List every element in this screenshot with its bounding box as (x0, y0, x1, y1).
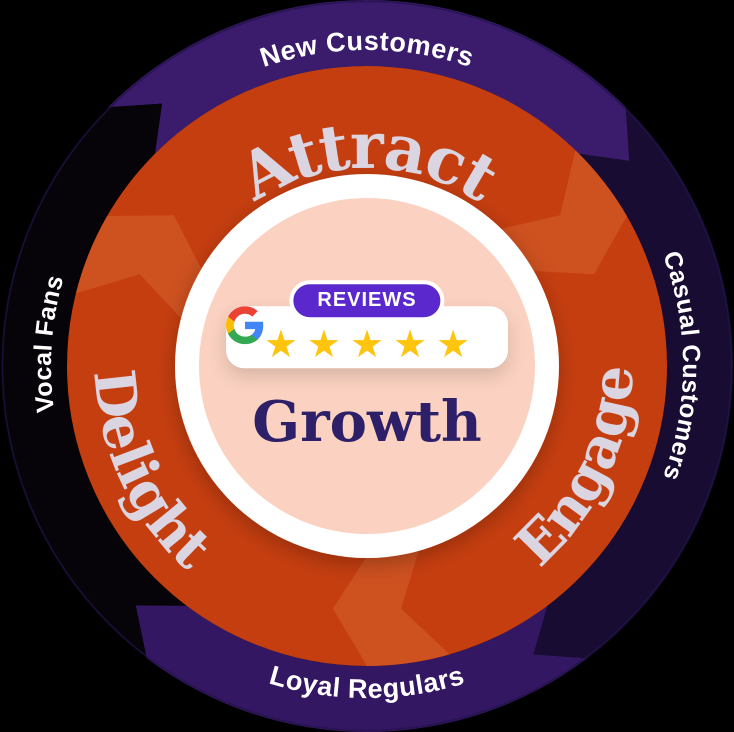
orange-chevron-engage-to-delight (332, 548, 450, 666)
reviews-badge-label: REVIEWS (317, 289, 417, 312)
outer-segment-casual-customers (533, 107, 734, 659)
reviews-badge: REVIEWS (289, 280, 445, 322)
outer-segment-new-customers (108, 0, 630, 161)
google-g-icon (226, 306, 264, 345)
orange-chevron-attract-to-engage (499, 150, 627, 275)
outer-segment-loyal-regulars (135, 605, 588, 732)
center-hub: REVIEWS ★★★★★ Growth (226, 280, 508, 456)
outer-segment-vocal-fans (0, 103, 187, 659)
growth-heading: Growth (252, 389, 482, 456)
orange-chevron-delight-to-attract (75, 215, 203, 320)
review-card: REVIEWS ★★★★★ (226, 280, 508, 369)
rating-row: ★★★★★ (226, 306, 470, 363)
five-star-rating: ★★★★★ (263, 322, 480, 367)
